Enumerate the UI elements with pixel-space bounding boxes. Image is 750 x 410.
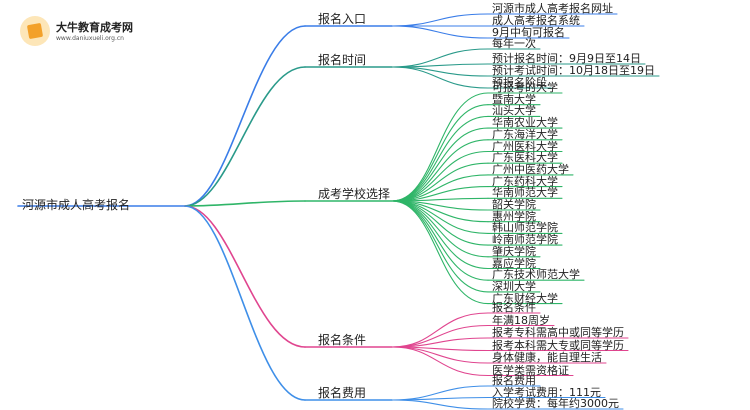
leaf-connector (391, 200, 489, 246)
leaf-node: 报考本科需大专或同等学历 (492, 338, 624, 352)
leaf-node: 韶关学院 (492, 198, 536, 211)
leaf-node: 广东海洋大学 (492, 127, 558, 141)
leaf-node: 汕头大学 (492, 104, 536, 118)
branch-node: 报名条件 (318, 333, 367, 347)
leaf-node: 医学类需资格证 (492, 363, 569, 377)
logo-subtitle: www.daniuxueli.org.cn (56, 35, 124, 42)
leaf-connector (391, 200, 489, 270)
leaf-node: 预报名阶段 (492, 76, 547, 89)
leaf-connector (391, 63, 489, 68)
leaf-node: 华南师范大学 (492, 186, 558, 200)
leaf-node: 成人高考报名系统 (492, 14, 580, 27)
leaf-connector (391, 127, 489, 202)
leaf-connector (391, 150, 489, 202)
branch-node: 报名时间 (318, 53, 367, 67)
leaf-node: 院校学费：每年约3000元 (492, 397, 619, 410)
leaf-connector (391, 346, 489, 377)
leaf-node: 广州医科大学 (492, 139, 558, 153)
leaf-connector (391, 200, 489, 281)
logo: 大牛教育成考网 www.daniuxueli.org.cn (6, 14, 166, 48)
leaf-node: 报名费用 (492, 374, 536, 387)
leaf-node: 广东财经大学 (492, 291, 558, 305)
logo-title: 大牛教育成考网 (56, 21, 133, 34)
leaf-node: 肇庆学院 (492, 244, 536, 258)
leaf-node: 嘉应学院 (492, 256, 536, 270)
leaf-node: 韩山师范学院 (492, 221, 558, 235)
leaf-node: 广东医科大学 (492, 151, 558, 165)
leaf-node: 惠州学院 (492, 209, 536, 223)
leaf-node: 河源市成人高考报名网址 (492, 2, 613, 15)
leaf-node: 身体健康，能自理生活 (492, 351, 602, 364)
leaf-connector (391, 13, 489, 27)
leaf-node: 岭南师范学院 (492, 233, 558, 247)
leaf-connector (391, 200, 489, 305)
leaf-connector (391, 399, 489, 410)
leaf-connector (391, 92, 489, 202)
branch-node: 报名费用 (318, 386, 367, 400)
leaf-connector (391, 139, 489, 202)
root-node: 河源市成人高考报名 (22, 198, 131, 212)
leaf-connector (391, 115, 489, 202)
leaf-node: 每年一次 (492, 37, 536, 50)
leaf-node: 广州中医药大学 (492, 162, 569, 176)
leaf-node: 华南农业大学 (492, 116, 558, 130)
branch-connector (184, 200, 306, 207)
leaf-node: 广东药科大学 (492, 174, 558, 188)
leaf-connector (391, 25, 489, 39)
leaf-node: 可报考的大学 (492, 81, 558, 94)
leaf-node: 9月中旬可报名 (492, 26, 565, 39)
leaf-connector (391, 200, 489, 293)
leaf-node: 报名条件 (492, 301, 536, 314)
leaf-node: 入学考试费用：111元 (492, 385, 601, 399)
branch-node: 报名入口 (318, 12, 367, 26)
branch-connector (184, 66, 306, 207)
leaf-node: 深圳大学 (492, 279, 536, 293)
leaf-node: 报考专科需高中或同等学历 (492, 326, 624, 339)
leaf-node: 广东技术师范大学 (492, 268, 580, 282)
leaf-node: 预计报名时间：9月9日至14日 (492, 52, 641, 65)
leaf-connector (391, 104, 489, 202)
branch-connector (184, 25, 306, 207)
branch-node: 成考学校选择 (318, 187, 391, 201)
leaf-connector (391, 396, 489, 401)
leaf-connector (391, 66, 489, 89)
branch-connector (184, 205, 306, 401)
leaf-node: 预计考试时间：10月18日至19日 (492, 64, 655, 77)
branch-connector (184, 205, 306, 348)
leaf-node: 年满18周岁 (492, 313, 550, 327)
leaf-node: 暨南大学 (492, 92, 536, 106)
